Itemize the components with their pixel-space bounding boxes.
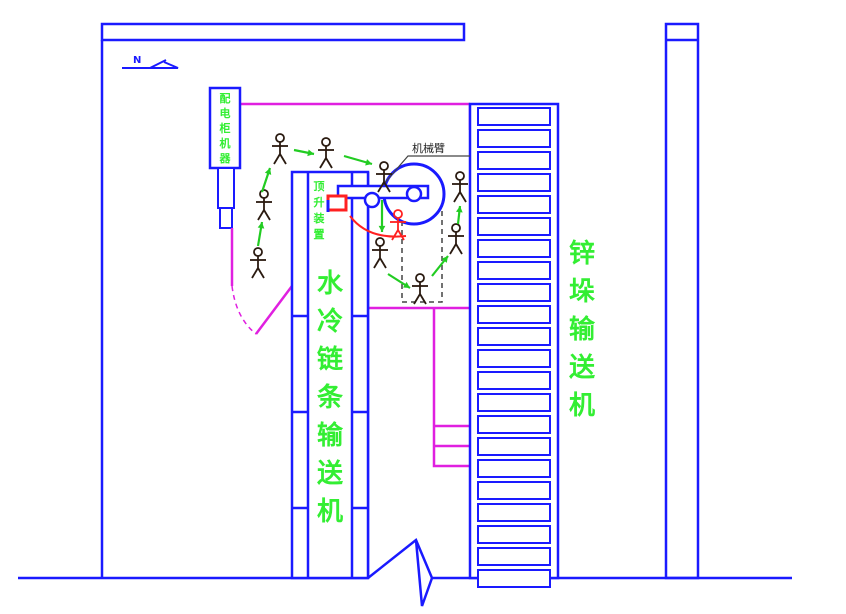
flow-arrow-icon	[256, 221, 265, 247]
worker-icon	[412, 273, 428, 305]
conveyor-slat	[477, 415, 551, 434]
label-char: 电	[220, 106, 231, 120]
flow-arrow-icon	[293, 148, 315, 157]
right-column	[664, 22, 700, 580]
conveyor-slat	[477, 195, 551, 214]
flow-arrow-icon	[260, 167, 272, 193]
label-char: 装	[313, 211, 325, 225]
route-arrows	[256, 148, 463, 289]
conveyor-slat	[477, 481, 551, 500]
label-char: 冷	[317, 306, 343, 337]
worker-icon	[372, 237, 388, 269]
robot-arm-label: 机械臂	[412, 141, 445, 155]
flow-arrow-icon	[387, 273, 411, 289]
floor-line	[18, 537, 792, 580]
conveyor-slat	[477, 525, 551, 544]
floor-break	[414, 539, 434, 607]
conveyor-slat	[477, 437, 551, 456]
worker-icon	[452, 171, 468, 203]
worker-icon	[256, 189, 272, 221]
worker-icon	[390, 209, 406, 241]
flow-arrow-icon	[431, 255, 449, 277]
label-char: 升	[314, 195, 325, 209]
label-char: 输	[317, 420, 344, 451]
conveyor-slat	[477, 393, 551, 412]
label-char: 机	[317, 497, 343, 527]
conveyor-slat	[477, 547, 551, 566]
conveyor-slat	[477, 283, 551, 302]
north-label: N	[133, 55, 141, 66]
north-arrow-icon: N	[122, 55, 179, 69]
worker-icon	[376, 161, 392, 193]
label-char: 机	[569, 391, 595, 421]
label-char: 配	[220, 91, 231, 105]
conveyor-slat	[477, 217, 551, 236]
label-char: 送	[569, 353, 595, 383]
conveyor-slat	[477, 129, 551, 148]
rotation-arc-icon	[349, 215, 407, 238]
conveyor-slat	[477, 569, 551, 588]
conveyor-slat	[477, 503, 551, 522]
conveyor-slat	[477, 305, 551, 324]
label-char: 柜	[219, 121, 231, 135]
gripper-icon	[326, 194, 348, 212]
worker-icon	[272, 133, 288, 165]
inspection-route	[250, 133, 468, 305]
label-char: 垛	[569, 277, 595, 307]
worker-icon	[318, 137, 334, 169]
flow-arrow-icon	[343, 154, 373, 166]
conveyor-slat	[477, 327, 551, 346]
label-char: 锌	[569, 239, 595, 269]
label-char: 水	[317, 269, 344, 299]
conveyor-slat	[477, 173, 551, 192]
conveyor-slat	[477, 349, 551, 368]
top-beam	[100, 22, 466, 42]
label-char: 顶	[314, 180, 325, 193]
conveyor-slat	[477, 107, 551, 126]
label-char: 器	[219, 152, 232, 165]
label-char: 输	[569, 314, 596, 345]
label-char: 链	[317, 344, 343, 375]
label-char: 条	[317, 383, 344, 413]
conveyor-slat	[477, 261, 551, 280]
flow-arrow-icon	[455, 205, 463, 225]
building-structure	[18, 22, 792, 607]
worker-icon	[250, 247, 266, 279]
worker-icon	[448, 223, 464, 255]
wiring	[230, 104, 472, 468]
flow-arrow-icon	[378, 200, 386, 232]
robot-arm: 机械臂	[326, 141, 470, 303]
conveyor-slat	[477, 151, 551, 170]
label-char: 置	[314, 228, 325, 241]
conveyor-slat	[477, 459, 551, 478]
conveyor-slat	[477, 239, 551, 258]
conveyor-slat	[477, 371, 551, 390]
label-char: 机	[220, 136, 231, 150]
label-char: 送	[317, 459, 343, 489]
